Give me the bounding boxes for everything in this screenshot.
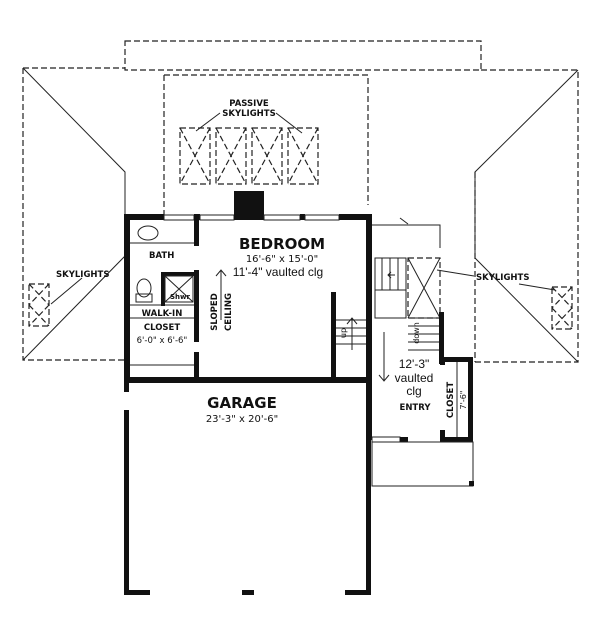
leader-arrow-right-skylight (518, 283, 556, 291)
left-skylight: SKYLIGHTS (28, 270, 109, 327)
arrow-up-sloped-icon (215, 269, 227, 320)
roof-left-hip (22, 67, 126, 361)
roof-right-hip (474, 69, 579, 363)
upper-walls (124, 214, 372, 383)
walkin-closet-dimensions: 6'-0" x 6'-6" (137, 336, 188, 346)
roof-ridge-top (124, 40, 482, 71)
passive-skylights: PASSIVE SKYLIGHTS (179, 99, 319, 185)
sloped-ceiling-label-2: CEILING (224, 293, 234, 331)
shower-label: Shwr (170, 293, 190, 301)
right-skylight: SKYLIGHTS (436, 269, 573, 330)
stair-up-label: up (339, 328, 348, 338)
roof-outlines (22, 40, 579, 363)
toilet-tank-icon (135, 293, 153, 303)
bedroom-ceiling: 11'-4" vaulted clg (233, 265, 323, 279)
skylight-3 (251, 127, 283, 185)
sink-icon (137, 225, 159, 241)
skylight-2 (215, 127, 247, 185)
passive-skylights-label-1: PASSIVE (229, 99, 269, 109)
shower-icon (161, 272, 195, 306)
roof-left-outline (22, 68, 125, 361)
entry-walls (366, 357, 474, 487)
arrow-left-icon (387, 271, 395, 279)
garage-walls (124, 380, 371, 595)
skylight-1 (179, 127, 211, 185)
leader-arrow-stair-skylight (436, 269, 475, 277)
entry-label: ENTRY (400, 403, 432, 413)
stair-down-label: down (412, 322, 421, 344)
roof-dormer-center (164, 74, 369, 205)
passive-skylights-label-2: SKYLIGHTS (222, 109, 275, 119)
roof-right-outline (475, 69, 579, 363)
room-labels: BEDROOM 16'-6" x 15'-0" 11'-4" vaulted c… (137, 235, 468, 425)
stairs (336, 217, 444, 382)
skylights-right-label: SKYLIGHTS (476, 273, 529, 283)
skylights-left-label: SKYLIGHTS (56, 270, 109, 280)
bedroom-dimensions: 16'-6" x 15'-0" (246, 254, 318, 265)
chimney (234, 191, 264, 217)
garage-label: GARAGE (207, 394, 277, 412)
arrow-up-icon (346, 317, 358, 350)
leader-arrow-left (195, 112, 221, 132)
leader-arrow-left-skylight (50, 277, 83, 305)
entry-ceiling-2: vaulted (395, 371, 434, 385)
arrow-down-icon (378, 332, 390, 382)
bedroom-label: BEDROOM (239, 235, 325, 253)
entry-ceiling-1: 12'-3" (399, 357, 430, 371)
walkin-closet-label-1: WALK-IN (142, 309, 183, 319)
bath-label: BATH (149, 251, 174, 261)
entry-closet-label: CLOSET (446, 382, 456, 419)
entry-closet-dimension: 7'-6" (459, 391, 468, 410)
porch (371, 441, 474, 487)
walkin-closet-label-2: CLOSET (144, 323, 181, 333)
sloped-ceiling-label-1: SLOPED (210, 293, 220, 331)
bath-fixtures (135, 225, 195, 306)
toilet-icon (136, 278, 152, 298)
skylight-4 (287, 127, 319, 185)
garage-dimensions: 23'-3" x 20'-6" (206, 414, 278, 425)
leader-arrow-right (275, 112, 303, 134)
entry-ceiling-3: clg (406, 384, 421, 398)
